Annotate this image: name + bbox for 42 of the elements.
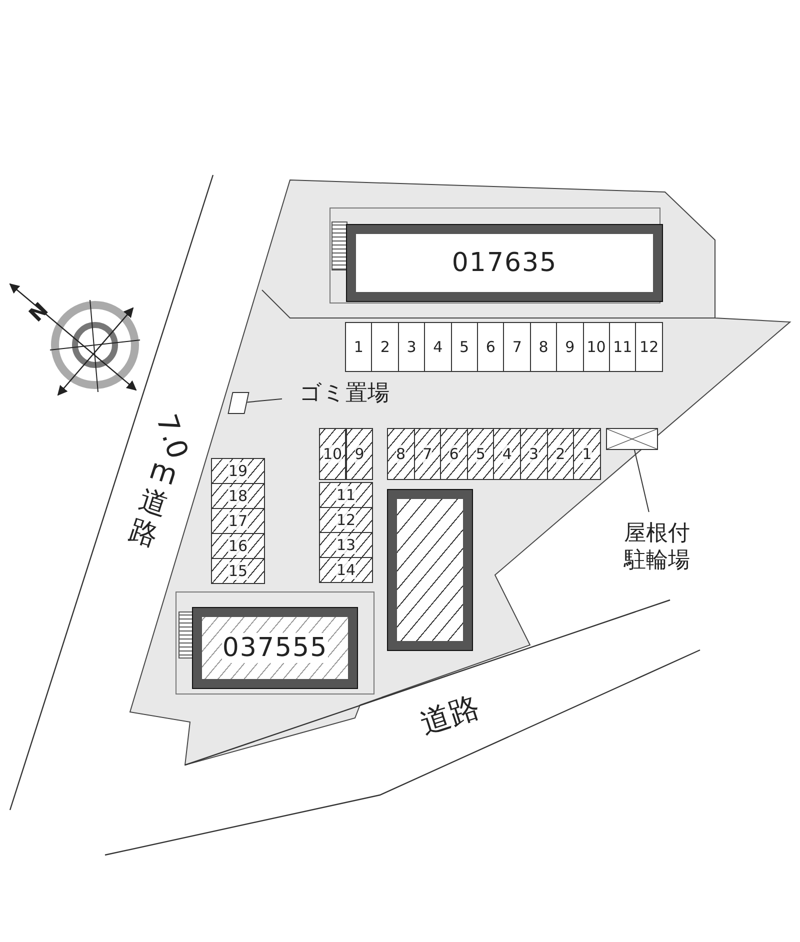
parking-space: 7 (414, 428, 442, 480)
parking-space: 10 (582, 322, 610, 372)
parking-space: 11 (319, 482, 373, 508)
compass-letter: N (24, 298, 53, 326)
parking-space: 18 (211, 483, 265, 509)
parking-space: 2 (546, 428, 574, 480)
parking-space: 13 (319, 532, 373, 558)
road-width: 7.0 (150, 410, 195, 463)
parking-space: 9 (556, 322, 584, 372)
parking-space: 1 (345, 322, 372, 372)
parking-space: 12 (319, 507, 373, 533)
leader-line (246, 398, 282, 403)
building-footprint (388, 490, 472, 650)
parking-space: 7 (503, 322, 531, 372)
parking-space: 11 (609, 322, 636, 372)
road-name: 道路 (415, 688, 485, 744)
parking-space: 4 (493, 428, 521, 480)
parking-space: 4 (424, 322, 452, 372)
parking-space: 15 (211, 558, 265, 584)
parking-space: 9 (346, 428, 373, 480)
area-label: ゴミ置場 (282, 378, 407, 408)
parking-space: 3 (398, 322, 426, 372)
parking-space: 19 (211, 458, 265, 484)
parking-space: 17 (211, 508, 265, 534)
area-label: 屋根付駐輪場 (620, 512, 694, 582)
building-footprint: 037555 (193, 608, 357, 688)
parking-space: 12 (635, 322, 663, 372)
bicycle-shelter (606, 428, 658, 450)
parking-space: 3 (520, 428, 548, 480)
parking-space: 5 (450, 322, 478, 372)
parking-space: 8 (530, 322, 558, 372)
parking-space: 5 (466, 428, 494, 480)
parking-space: 2 (371, 322, 399, 372)
parking-space: 10 (319, 428, 346, 480)
parking-space: 14 (319, 557, 373, 583)
parking-space: 6 (440, 428, 468, 480)
parking-space: 16 (211, 533, 265, 559)
parking-space: 8 (387, 428, 415, 480)
leader-line (634, 450, 650, 512)
parking-space: 6 (477, 322, 504, 372)
building-footprint: 017635 (347, 225, 662, 301)
parking-space: 1 (573, 428, 601, 480)
